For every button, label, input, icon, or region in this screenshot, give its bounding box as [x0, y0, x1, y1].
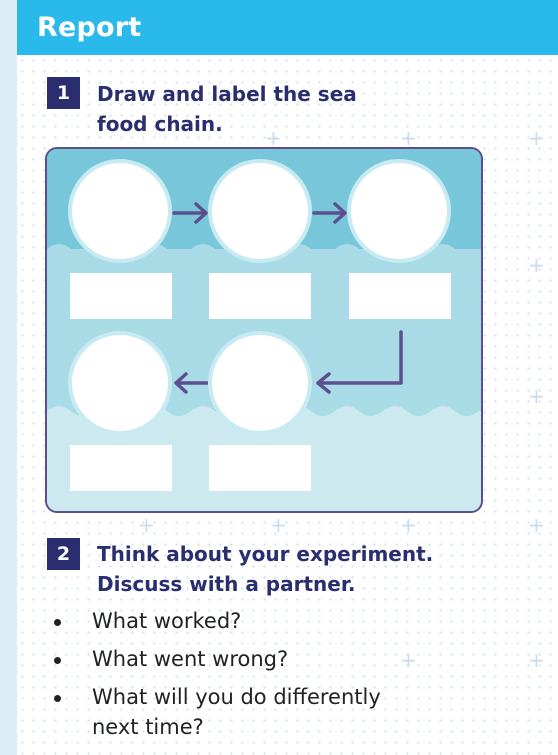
question-1-number: 1 [47, 77, 80, 109]
left-margin-strip [0, 0, 17, 755]
grid-plus-icon: + [265, 126, 282, 150]
food-chain-diagram [45, 147, 483, 513]
discussion-bullet-list: What worked? What went wrong? What will … [48, 606, 518, 750]
bullet-icon [54, 695, 61, 702]
list-item: What will you do differently next time? [48, 682, 518, 742]
arrow-right-icon [312, 202, 347, 224]
grid-plus-icon: + [528, 253, 545, 277]
arrow-left-icon [174, 372, 209, 394]
bullet-icon [54, 619, 61, 626]
bullet-icon [54, 657, 61, 664]
question-2-number: 2 [47, 538, 80, 570]
chain-circle-1[interactable] [68, 159, 172, 263]
chain-circle-4[interactable] [208, 331, 312, 435]
grid-plus-icon: + [528, 513, 545, 537]
grid-plus-icon: + [400, 513, 417, 537]
chain-label-box-5[interactable] [70, 445, 172, 491]
bullet-text: What worked? [92, 609, 242, 633]
chain-label-box-3[interactable] [349, 273, 451, 319]
food-chain-svg [47, 149, 481, 511]
arrow-corner-down-left-icon [316, 330, 403, 394]
question-1-text: Draw and label the sea food chain. [97, 82, 357, 136]
chain-circle-3[interactable] [347, 159, 451, 263]
chain-label-box-4[interactable] [209, 445, 311, 491]
arrow-right-icon [172, 202, 208, 224]
question-2-text: Think about your experiment. Discuss wit… [97, 542, 434, 596]
report-header: Report [17, 0, 558, 55]
grid-plus-icon: + [400, 648, 417, 672]
chain-circle-2[interactable] [208, 159, 312, 263]
bullet-text: What will you do differently next time? [92, 685, 381, 739]
grid-plus-icon: + [528, 126, 545, 150]
list-item: What worked? [48, 606, 518, 636]
grid-plus-icon: + [400, 126, 417, 150]
page-title: Report [37, 12, 142, 43]
grid-plus-icon: + [138, 513, 155, 537]
list-item: What went wrong? [48, 644, 518, 674]
bullet-text: What went wrong? [92, 647, 289, 671]
chain-label-box-2[interactable] [209, 273, 311, 319]
grid-plus-icon: + [528, 384, 545, 408]
chain-label-box-1[interactable] [70, 273, 172, 319]
grid-plus-icon: + [270, 513, 287, 537]
chain-circle-5[interactable] [68, 331, 172, 435]
grid-plus-icon: + [528, 648, 545, 672]
